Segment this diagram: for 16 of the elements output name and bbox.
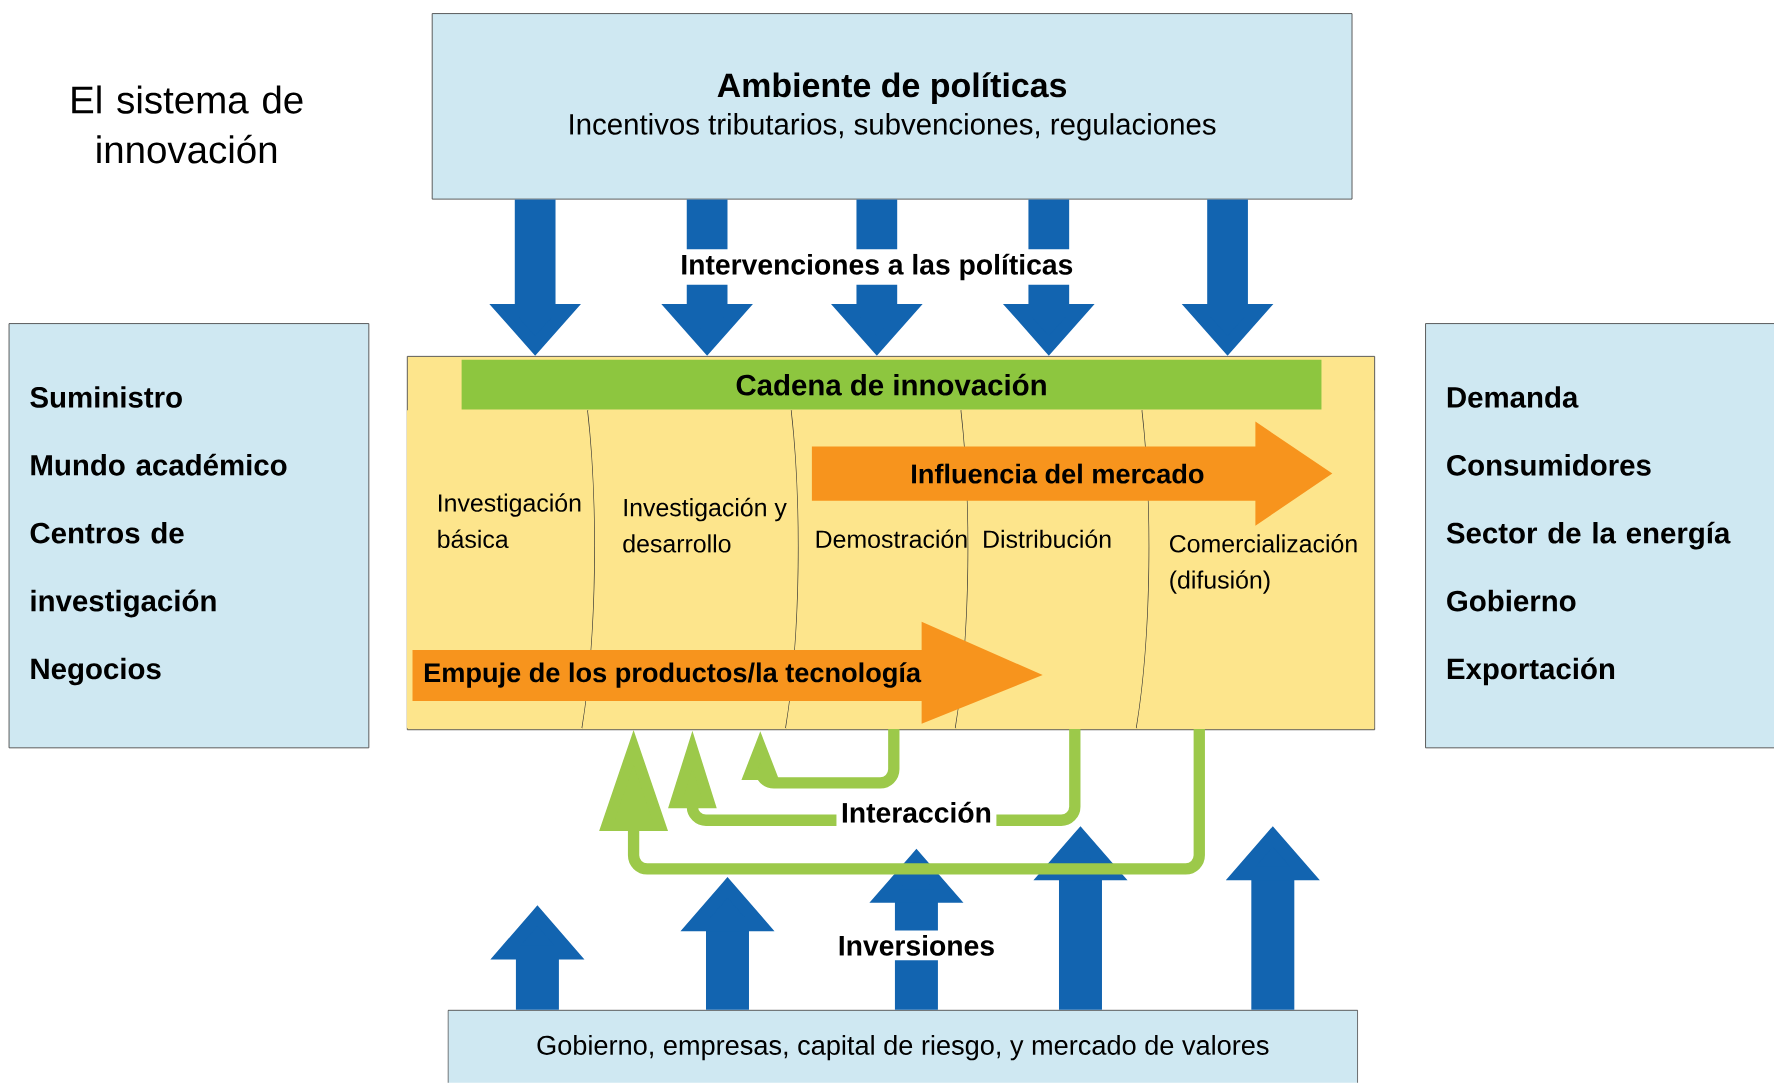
flow-label: Intervenciones a las políticas — [675, 249, 1078, 285]
policy-box: Ambiente de políticas Incentivos tributarios, subvenciones, regulaciones — [431, 13, 1353, 200]
node-label: Investigación y desarrollo — [623, 497, 787, 553]
node-label: Distribución — [984, 529, 1111, 549]
heading-bar: Cadena de innovación — [461, 359, 1322, 410]
flow-label: Interacción — [836, 797, 997, 828]
edge-label: Inversiones — [833, 930, 1000, 961]
demand-box: Demanda Consumidores Sector de la energía Gobierno Exportación — [1425, 323, 1774, 749]
title: El sistema de innovación — [72, 85, 303, 164]
supply-box: Suministro Mundo académico Centros de investigación Negocios — [8, 323, 370, 749]
investors-box: Gobierno, empresas, capital de riesgo, y mercado de valores — [447, 1010, 1359, 1083]
node-label: Investigación básica — [438, 493, 581, 549]
node-label: Comercialización (difusión) — [1170, 534, 1357, 594]
arrow — [599, 729, 1205, 875]
pointed-banner: Influencia del mercado — [811, 421, 1333, 526]
pointed-banner: Empuje de los productos/la tecnología — [412, 621, 1043, 724]
